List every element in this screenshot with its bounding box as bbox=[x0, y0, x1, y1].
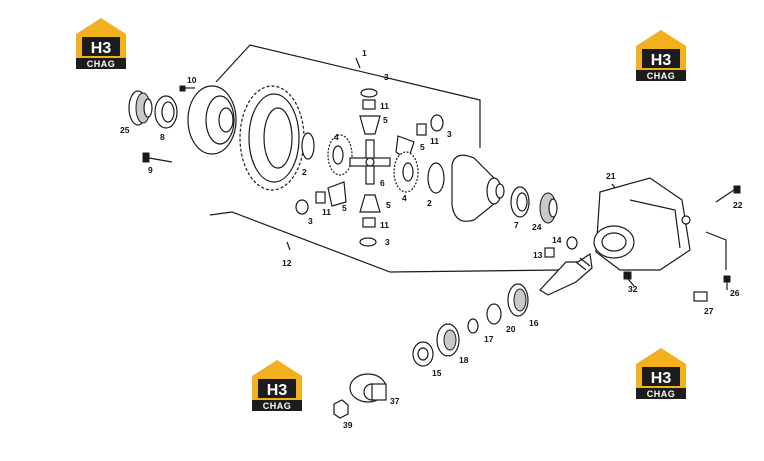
bushing-11-left bbox=[315, 191, 326, 204]
callout-1: 1 bbox=[362, 48, 367, 58]
callout-32: 32 bbox=[628, 284, 638, 294]
callout-10: 10 bbox=[187, 75, 197, 85]
screw-26 bbox=[723, 275, 731, 290]
bearing-cup-7 bbox=[510, 186, 530, 218]
callout-11: 11 bbox=[380, 101, 389, 111]
callout-13: 13 bbox=[533, 250, 543, 260]
callout-25: 25 bbox=[120, 125, 130, 135]
logo-top-left: H3 CHAG bbox=[76, 18, 126, 69]
callout-39: 39 bbox=[343, 420, 353, 430]
washer-3-left bbox=[295, 199, 309, 215]
washer-14 bbox=[566, 236, 578, 250]
nut-13 bbox=[544, 247, 555, 258]
leader-26 bbox=[705, 231, 727, 270]
callout-17: 17 bbox=[484, 334, 494, 344]
callout-11: 11 bbox=[430, 136, 439, 146]
bolt-32 bbox=[623, 271, 635, 287]
side-gear-4-right bbox=[393, 151, 419, 193]
bearing-cone-25 bbox=[128, 90, 153, 126]
seal-15 bbox=[412, 341, 434, 367]
spacer-20 bbox=[486, 303, 502, 325]
logo-letters: H3 bbox=[651, 52, 672, 69]
callout-9: 9 bbox=[148, 165, 153, 175]
side-gear-4-left bbox=[327, 134, 353, 176]
callout-18: 18 bbox=[459, 355, 469, 365]
callout-2: 2 bbox=[302, 167, 307, 177]
callout-15: 15 bbox=[432, 368, 442, 378]
callout-5: 5 bbox=[342, 203, 347, 213]
callout-3: 3 bbox=[308, 216, 313, 226]
carrier-housing-21 bbox=[593, 177, 691, 271]
bearing-cup-8 bbox=[154, 95, 178, 129]
pinion-gear-5-left bbox=[327, 181, 347, 207]
callout-16: 16 bbox=[529, 318, 539, 328]
ring-17 bbox=[467, 318, 479, 334]
drive-pinion bbox=[539, 252, 593, 296]
callout-11: 11 bbox=[380, 220, 389, 230]
ring-gear bbox=[239, 85, 305, 191]
callout-3: 3 bbox=[384, 72, 389, 82]
nut-39 bbox=[333, 399, 349, 419]
callout-3: 3 bbox=[385, 237, 390, 247]
pinion-gear-5-top bbox=[359, 115, 381, 135]
bolt-9 bbox=[142, 152, 173, 163]
group-bracket-1 bbox=[215, 44, 481, 148]
callout-4: 4 bbox=[402, 193, 407, 203]
spider-cross-6 bbox=[349, 139, 391, 185]
washer-3-top bbox=[360, 88, 378, 98]
bushing-11-bottom bbox=[362, 217, 376, 228]
thrust-washer-2-left bbox=[301, 132, 315, 160]
callout-14: 14 bbox=[552, 235, 562, 245]
logo-bottom-right: H3 CHAG bbox=[636, 348, 686, 399]
callout-26: 26 bbox=[730, 288, 740, 298]
callout-4: 4 bbox=[334, 132, 339, 142]
bushing-11-top bbox=[362, 99, 376, 110]
differential-case-left bbox=[187, 85, 237, 155]
callout-5: 5 bbox=[386, 200, 391, 210]
logo-top-right: H3 CHAG bbox=[636, 30, 686, 81]
bearing-cone-24 bbox=[539, 192, 558, 224]
callout-11: 11 bbox=[322, 207, 331, 217]
logo-letters: H3 bbox=[651, 370, 672, 387]
logo-subtitle: CHAG bbox=[263, 401, 292, 411]
logo-letters: H3 bbox=[267, 382, 288, 399]
flange-37 bbox=[349, 373, 387, 403]
callout-27: 27 bbox=[704, 306, 714, 316]
callout-3: 3 bbox=[447, 129, 452, 139]
callout-5: 5 bbox=[420, 142, 425, 152]
callout-labels: 1 2 2 3 3 3 3 4 4 5 5 5 5 6 7 8 9 10 11 … bbox=[120, 48, 743, 430]
washer-3-bottom bbox=[359, 237, 377, 247]
washer-3-right bbox=[430, 114, 444, 132]
callout-21: 21 bbox=[606, 171, 616, 181]
bolt-10 bbox=[179, 85, 195, 92]
logo-bottom-left: H3 CHAG bbox=[252, 360, 302, 411]
logo-subtitle: CHAG bbox=[647, 389, 676, 399]
callout-5: 5 bbox=[383, 115, 388, 125]
logo-letters: H3 bbox=[91, 40, 112, 57]
callout-6: 6 bbox=[380, 178, 385, 188]
logo-subtitle: CHAG bbox=[87, 59, 116, 69]
callout-37: 37 bbox=[390, 396, 400, 406]
bolt-22 bbox=[715, 185, 741, 203]
callout-22: 22 bbox=[733, 200, 743, 210]
logo-subtitle: CHAG bbox=[647, 71, 676, 81]
callout-12: 12 bbox=[282, 258, 292, 268]
callout-7: 7 bbox=[514, 220, 519, 230]
bearing-18 bbox=[436, 323, 460, 357]
plate-27 bbox=[693, 291, 708, 302]
bearing-16 bbox=[507, 283, 529, 317]
callout-2: 2 bbox=[427, 198, 432, 208]
pinion-gear-5-bottom bbox=[359, 194, 381, 213]
callout-20: 20 bbox=[506, 324, 516, 334]
callout-24: 24 bbox=[532, 222, 542, 232]
callout-8: 8 bbox=[160, 132, 165, 142]
group-bracket-12 bbox=[209, 211, 561, 273]
bushing-11-right bbox=[416, 123, 427, 136]
thrust-washer-2-right bbox=[427, 162, 445, 194]
differential-case-right bbox=[451, 154, 505, 222]
